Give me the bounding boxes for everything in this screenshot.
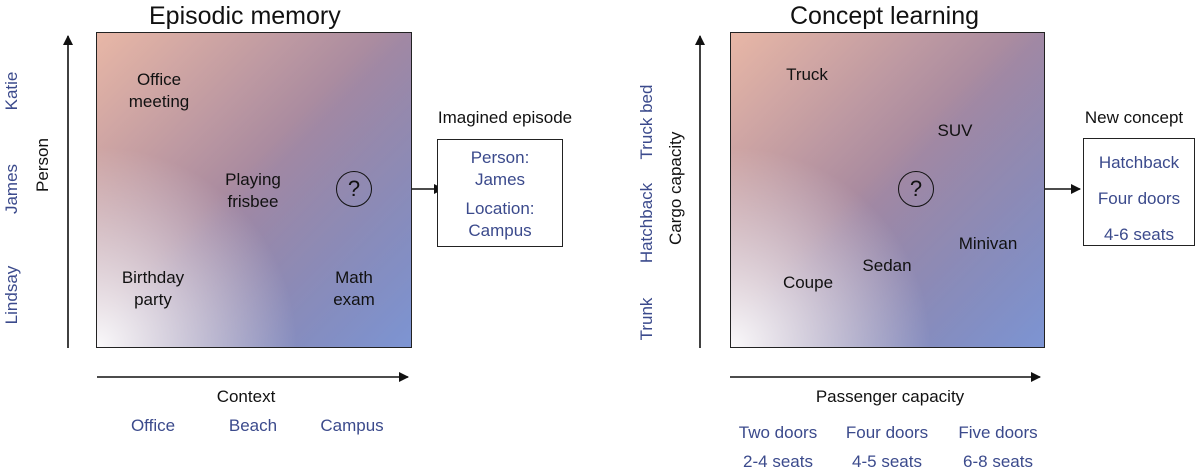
left-y-axis-label: Person bbox=[33, 138, 52, 192]
left-title: Episodic memory bbox=[149, 2, 341, 30]
output-line: Four doors bbox=[1097, 189, 1181, 208]
item-suv: SUV bbox=[937, 121, 973, 140]
right-y-tick-truck-bed: Truck bed bbox=[637, 84, 656, 160]
right-space-panel bbox=[730, 32, 1045, 348]
right-output-title: New concept bbox=[1084, 108, 1184, 127]
left-output-title: Imagined episode bbox=[437, 108, 573, 127]
left-y-tick-lindsay: Lindsay bbox=[2, 265, 21, 325]
right-y-tick-hatchback: Hatchback bbox=[637, 182, 656, 264]
left-x-tick-beach: Beach bbox=[228, 416, 278, 435]
output-line: 4-6 seats bbox=[1104, 225, 1174, 244]
item-truck: Truck bbox=[786, 65, 828, 84]
output-line: Location: bbox=[465, 199, 535, 218]
output-line: Campus bbox=[468, 221, 532, 240]
left-x-axis-label: Context bbox=[216, 387, 276, 406]
right-query-circle: ? bbox=[898, 171, 934, 207]
output-line: Person: bbox=[470, 148, 530, 167]
left-y-tick-james: James bbox=[2, 163, 21, 215]
item-sedan: Sedan bbox=[862, 256, 912, 275]
right-y-tick-trunk: Trunk bbox=[637, 297, 656, 341]
left-y-tick-katie: Katie bbox=[2, 71, 21, 111]
imagined-episode-box: Person: James Location: Campus bbox=[437, 139, 563, 247]
output-line: Hatchback bbox=[1098, 153, 1180, 172]
right-x-axis-label: Passenger capacity bbox=[815, 387, 965, 406]
left-x-tick-campus: Campus bbox=[320, 416, 384, 435]
output-line: James bbox=[474, 170, 526, 189]
item-coupe: Coupe bbox=[782, 273, 834, 292]
left-query-circle: ? bbox=[336, 171, 372, 207]
right-title: Concept learning bbox=[790, 2, 980, 30]
new-concept-box: Hatchback Four doors 4-6 seats bbox=[1083, 138, 1195, 246]
right-y-axis-label: Cargo capacity bbox=[666, 131, 685, 245]
left-x-tick-office: Office bbox=[130, 416, 176, 435]
item-minivan: Minivan bbox=[958, 234, 1018, 253]
